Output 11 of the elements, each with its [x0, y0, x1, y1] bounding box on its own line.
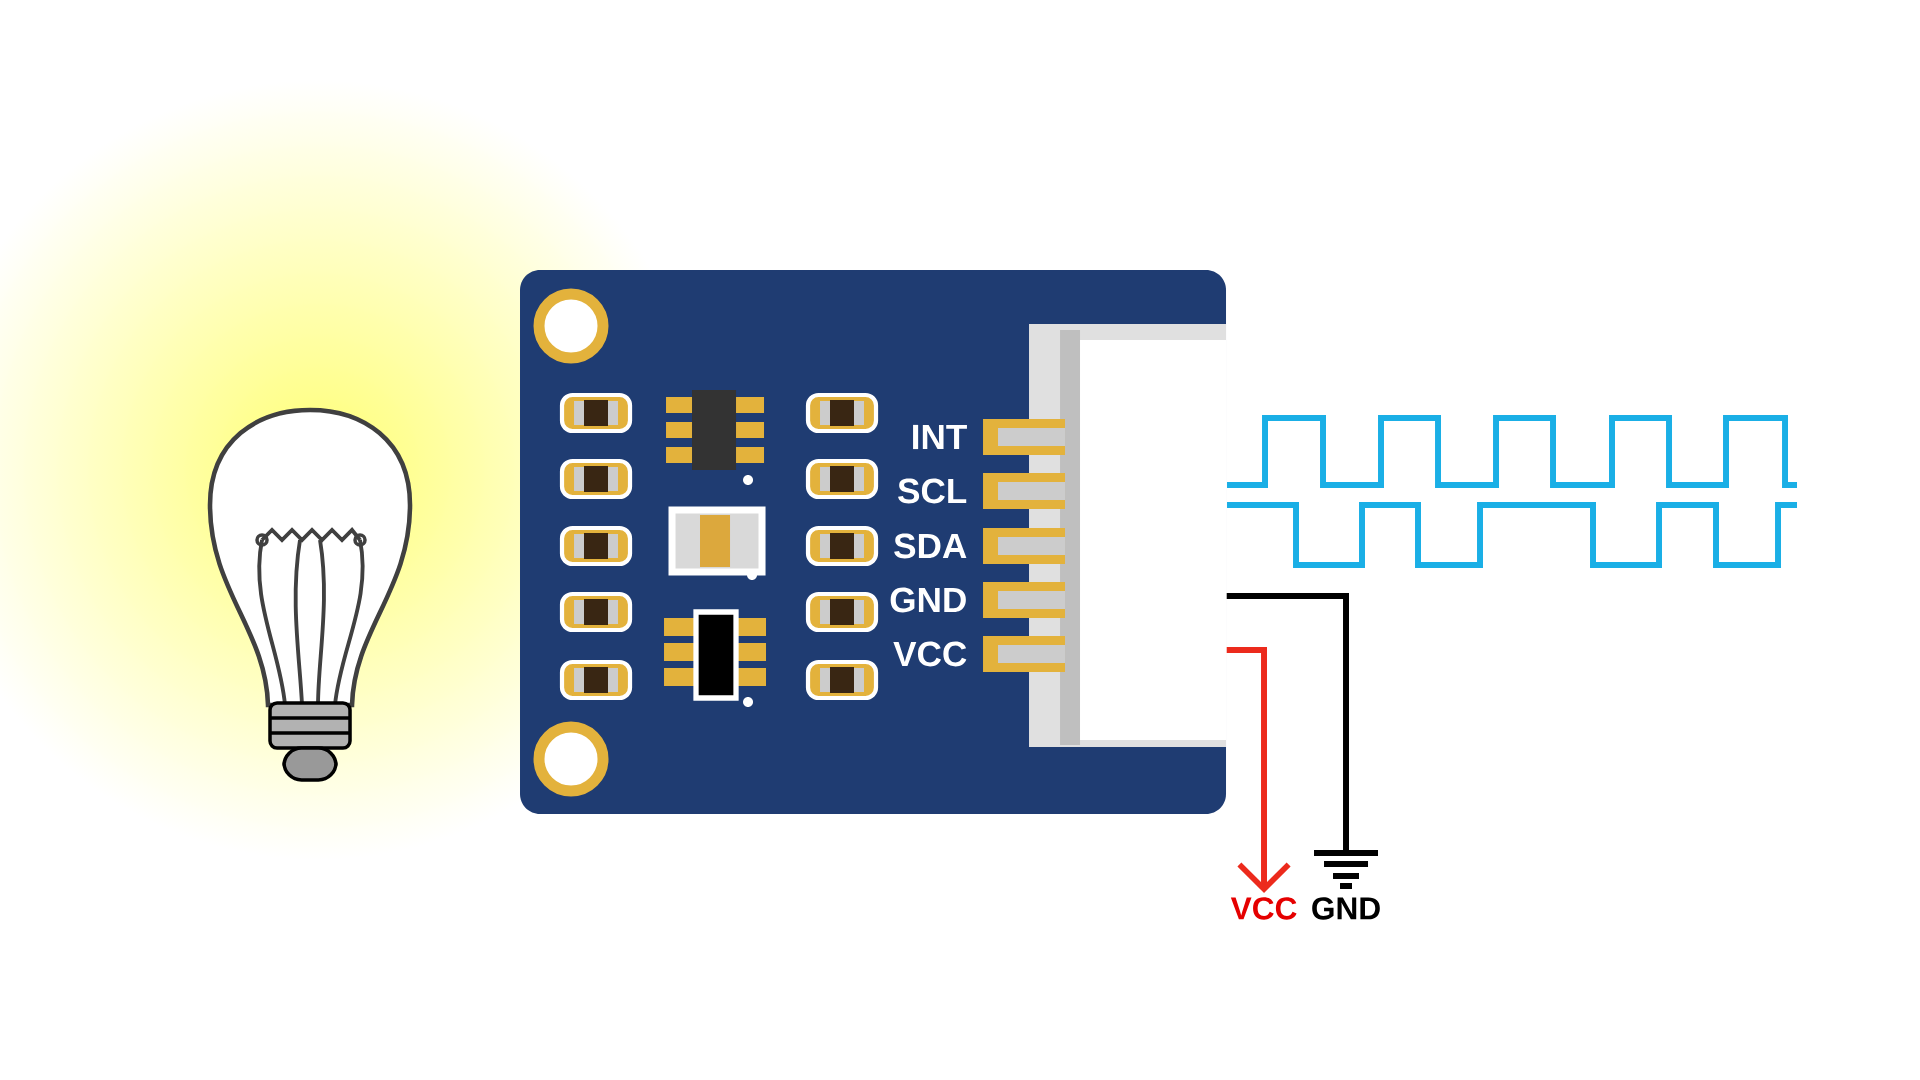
- pin-label: SCL: [898, 478, 967, 504]
- wire: [1226, 647, 1291, 893]
- supply-label: VCC: [1230, 897, 1297, 920]
- pin-label: VCC: [893, 641, 967, 667]
- pin-label: GND: [890, 587, 966, 613]
- pin-label: SDA: [894, 533, 967, 559]
- wire: [1226, 593, 1349, 852]
- sensor-module-drawing: [520, 270, 1226, 814]
- ground-label: GND: [1312, 897, 1380, 920]
- pin-label: INT: [913, 424, 967, 450]
- ground-symbol: [1314, 850, 1378, 889]
